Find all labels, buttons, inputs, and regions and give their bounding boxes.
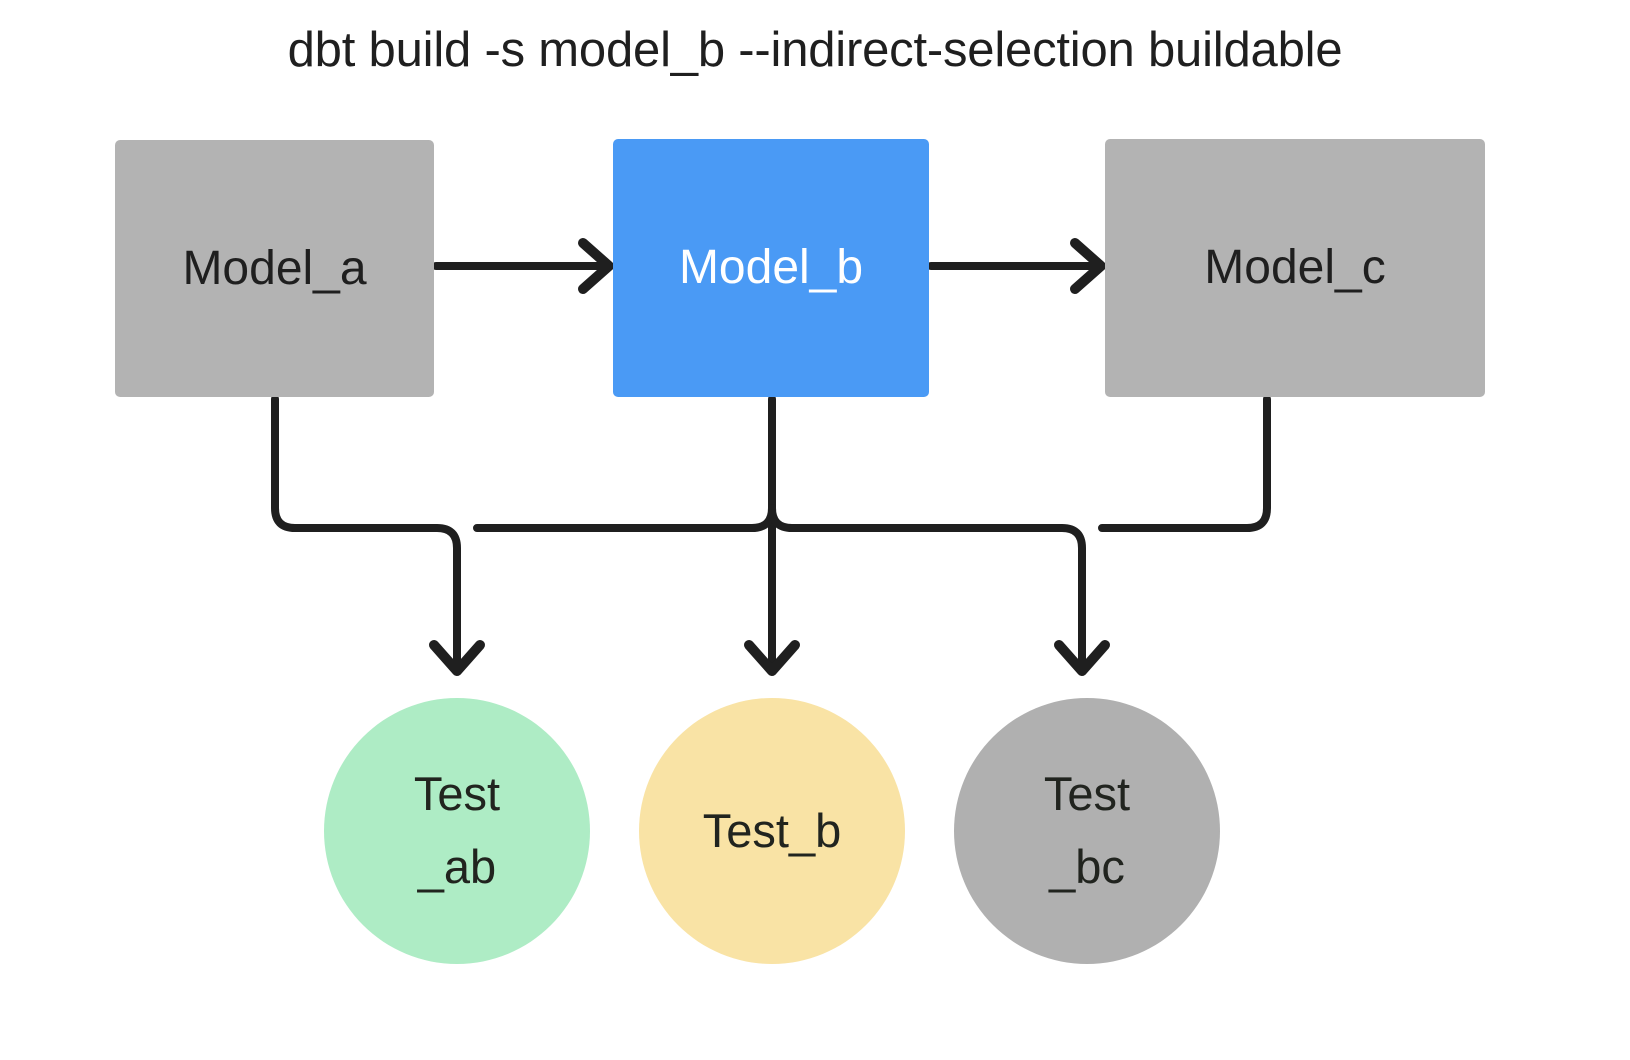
node-model-b[interactable]: Model_b [613, 139, 929, 397]
node-test-ab-label-line1: Test [413, 767, 501, 821]
node-test-ab-label-line2: _ab [417, 840, 497, 893]
node-model-c[interactable]: Model_c [1105, 139, 1485, 397]
node-test-b-label-line1: Test_b [702, 803, 842, 857]
edge-model-b-to-test-bc [768, 504, 1110, 676]
edge-model-b-to-model-c [927, 238, 1106, 294]
node-test-ab[interactable]: Test _ab [324, 698, 590, 964]
node-model-b-label: Model_b [678, 241, 864, 295]
node-model-a[interactable]: Model_a [115, 140, 434, 397]
edge-model-b-to-test-b [744, 395, 800, 676]
node-test-bc-label-line1: Test [1043, 767, 1131, 821]
node-model-a-label: Model_a [182, 241, 367, 295]
edge-model-a-to-model-b [432, 238, 614, 294]
edge-model-c-to-test-bc [1098, 395, 1271, 532]
edge-model-a-to-test-ab [271, 395, 485, 676]
edge-model-b-to-test-ab [473, 504, 776, 532]
diagram-title: dbt build -s model_b --indirect-selectio… [287, 23, 1343, 77]
node-test-bc[interactable]: Test _bc [954, 698, 1220, 964]
node-test-bc-label-line2: _bc [1049, 840, 1125, 893]
node-model-c-label: Model_c [1204, 241, 1386, 295]
node-test-b[interactable]: Test_b [639, 698, 905, 964]
